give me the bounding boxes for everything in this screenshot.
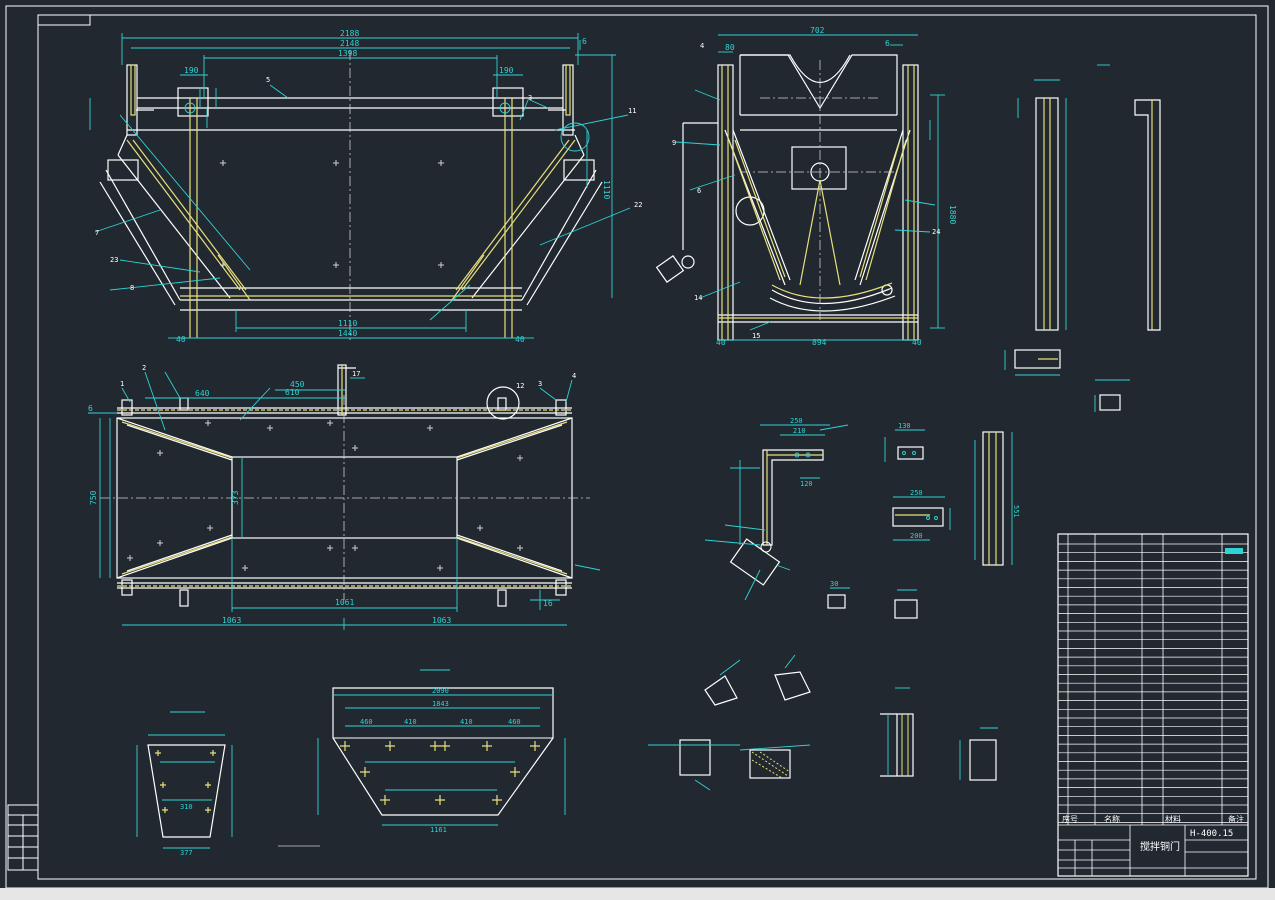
detail-lower-middle [648,654,998,791]
side-dim-6: 6 [885,39,890,48]
large-trap-dim-410-b: 410 [460,718,473,726]
status-strip [0,888,1275,900]
plan-dim-610: 610 [285,388,300,397]
side-dim-894: 894 [812,338,827,347]
side-label-24: 24 [932,228,940,236]
front-dim-40-right: 40 [515,335,525,344]
side-label-14: 14 [694,294,702,302]
large-trap-dim-2090: 2090 [432,687,449,695]
front-dim-2148: 2148 [340,39,359,48]
front-dim-1440: 1440 [338,329,357,338]
title-block-header-no: 序号 [1062,814,1078,824]
plan-dim-1063-right: 1063 [432,616,451,625]
bracket-dim-250: 250 [790,417,803,425]
front-dim-6: 6 [582,37,587,46]
side-dim-1880: 1880 [948,205,957,224]
front-label-23: 23 [110,256,118,264]
plate-dim-130: 130 [898,422,911,430]
front-dim-190-right: 190 [499,66,514,75]
side-dim-40-right: 40 [912,338,922,347]
front-dim-190-left: 190 [184,66,199,75]
plan-label-2: 2 [142,364,146,372]
plan-label-3: 3 [538,380,542,388]
title-block-header-name: 名称 [1104,814,1120,824]
plate-dim-30: 30 [830,580,838,588]
drawing-number: H-400.15 [1190,829,1233,839]
front-view: 2188 2148 1398 190 190 1110 1110 1440 40… [89,29,642,344]
drawing-name: 搅拌铜门 [1140,840,1180,853]
front-dim-2188: 2188 [340,29,359,38]
side-dim-702: 702 [810,26,825,35]
plan-dim-6: 6 [88,404,93,413]
plan-dim-640: 640 [195,389,210,398]
bracket-dim-120: 120 [800,480,813,488]
title-block-header-material: 材料 [1165,814,1181,824]
plate-dim-200: 200 [910,532,923,540]
front-label-11: 11 [628,107,636,115]
plan-dim-750: 750 [89,490,98,505]
side-dim-40-left: 40 [716,338,726,347]
plan-label-12: 12 [516,382,524,390]
small-trap-dim-310: 310 [180,803,193,811]
side-label-4: 4 [700,42,704,50]
title-block-header-note: 备注 [1228,814,1244,824]
front-dim-40-left: 40 [176,335,186,344]
side-label-6: 6 [697,187,701,195]
large-trap-dim-1161: 1161 [430,826,447,834]
section-detail-column [1004,64,1161,412]
plan-dim-16: 16 [543,599,553,608]
front-label-7: 7 [95,229,99,237]
detail-trapezoid-large: 2090 1843 460 410 410 460 1161 [278,669,566,847]
front-label-5: 5 [266,76,270,84]
large-trap-dim-460-b: 460 [508,718,521,726]
large-trap-dim-1843: 1843 [432,700,449,708]
plan-label-4: 4 [572,372,576,380]
plan-dim-1063-left: 1063 [222,616,241,625]
detail-plates: 250 200 130 30 551 [827,422,1020,619]
bracket-dim-210: 210 [793,427,806,435]
large-trap-dim-410-a: 410 [404,718,417,726]
front-dim-1110b: 1110 [338,319,357,328]
plate-dim-250: 250 [910,489,923,497]
side-view: 702 6 80 894 40 1880 40 4 9 6 24 14 15 [655,26,957,347]
front-dim-1398: 1398 [338,49,357,58]
detail-bracket: 250 210 120 [704,417,849,601]
plan-dim-450: 450 [290,380,305,389]
plan-dim-1061: 1061 [335,598,354,607]
plan-label-17: 17 [352,370,360,378]
title-block: 序号 名称 材料 备注 H-400.15 搅拌铜门 [1057,533,1249,877]
plan-dim-373: 373 [231,490,240,505]
plate-dim-551: 551 [1012,505,1020,518]
front-dim-1110: 1110 [602,180,611,199]
side-dim-80: 80 [725,43,735,52]
side-label-15: 15 [752,332,760,340]
plan-label-1: 1 [120,380,124,388]
front-label-3: 3 [528,94,532,102]
side-label-9: 9 [672,139,676,147]
small-trap-dim-377: 377 [180,849,193,857]
plan-view: 640 610 450 1061 1063 1063 750 373 16 6 … [88,364,601,630]
front-label-22: 22 [634,201,642,209]
detail-trapezoid-small: 377 310 [136,711,233,857]
large-trap-dim-460-a: 460 [360,718,373,726]
front-label-8: 8 [130,284,134,292]
